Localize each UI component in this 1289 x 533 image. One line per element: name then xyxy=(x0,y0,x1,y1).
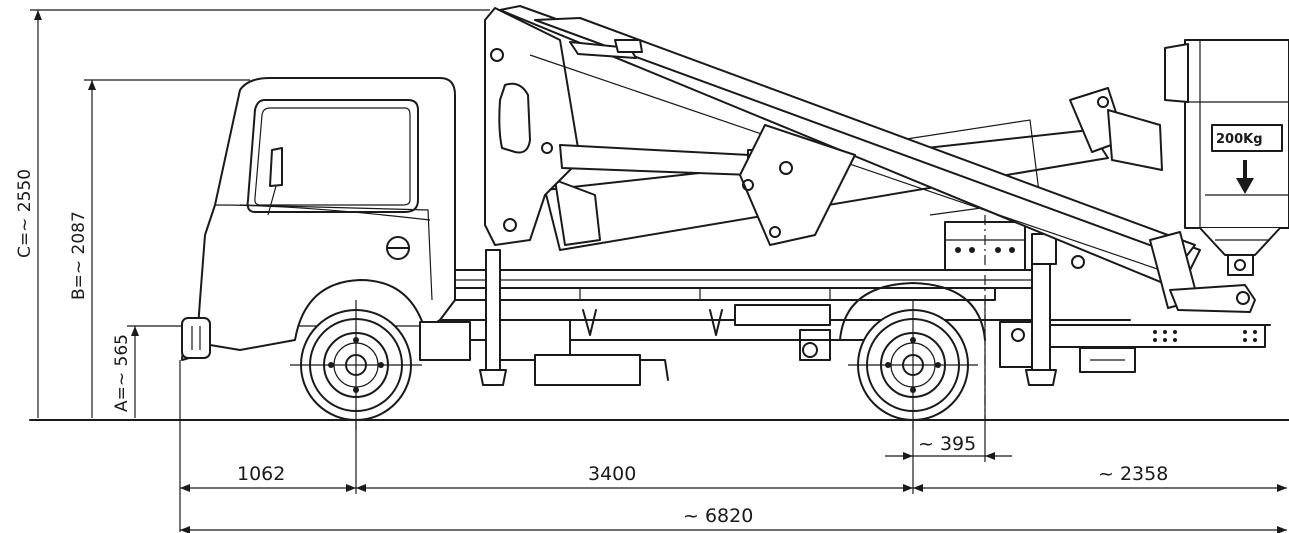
front-overhang-label: 1062 xyxy=(237,463,285,485)
dimension-c-label: C=~ 2550 xyxy=(15,169,35,258)
wheelbase-label: 3400 xyxy=(588,463,636,485)
dimension-b-label: B=~ 2087 xyxy=(69,211,89,300)
work-platform: 200Kg xyxy=(1164,39,1289,276)
rear-overhang-label: ~ 2358 xyxy=(1098,463,1168,485)
capacity-label: 200Kg xyxy=(1216,132,1263,147)
dimension-wheelbase: 3400 xyxy=(356,463,913,492)
dimension-b: B=~ 2087 xyxy=(69,79,250,418)
rear-offset-label: ~ 395 xyxy=(918,433,976,455)
dimension-rear-overhang: ~ 2358 xyxy=(913,463,1287,492)
rear-wheel xyxy=(839,282,986,430)
truck-cab xyxy=(181,77,471,361)
chassis-frame xyxy=(439,269,1271,348)
dimension-c: C=~ 2550 xyxy=(15,9,490,418)
underbody-equipment xyxy=(479,249,1136,386)
upper-boom xyxy=(499,5,1256,313)
capacity-badge xyxy=(1211,124,1283,152)
dimension-rear-offset: ~ 395 xyxy=(885,433,1012,460)
front-wheel xyxy=(290,300,422,430)
dimension-front-overhang: 1062 xyxy=(180,463,356,492)
dimension-overall-length: ~ 6820 xyxy=(180,505,1287,533)
overall-length-label: ~ 6820 xyxy=(683,505,753,527)
load-arrow-icon xyxy=(1236,160,1254,194)
dimension-a-label: A=~ 565 xyxy=(112,334,132,412)
